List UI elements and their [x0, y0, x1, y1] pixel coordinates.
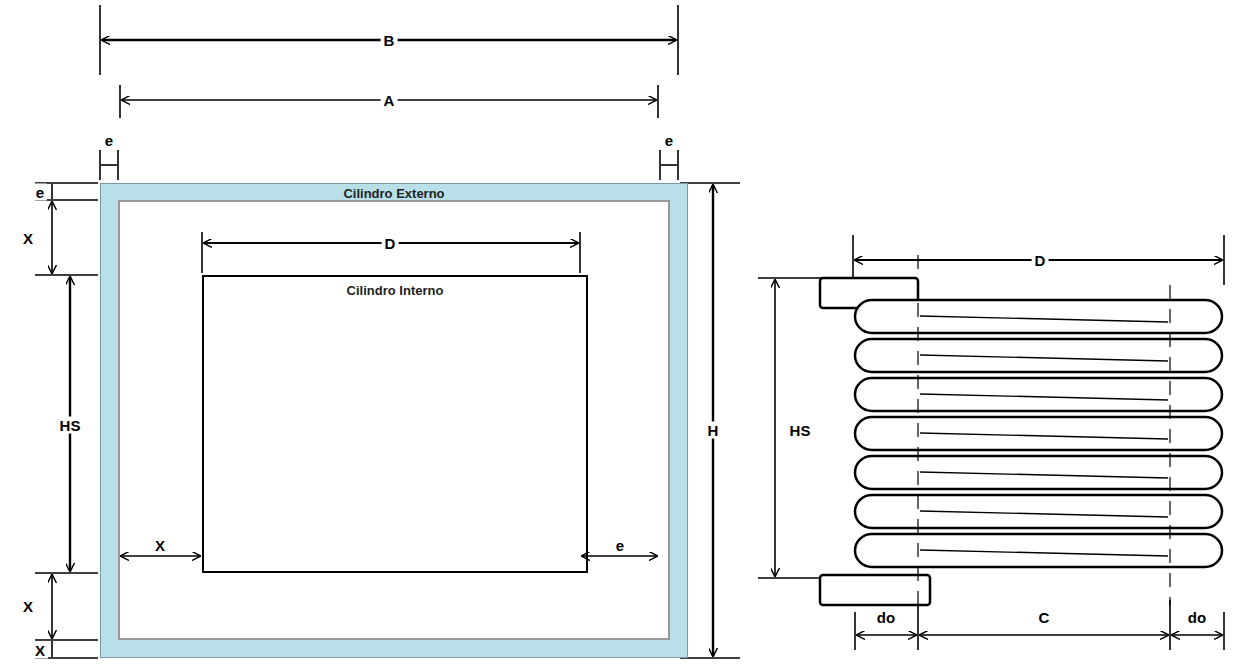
dimension-label: B: [381, 32, 398, 49]
dimension-label: X: [152, 537, 168, 554]
outer-cylinder: Cilindro ExternoCilindro Interno: [100, 183, 688, 658]
part-name: Cilindro Interno: [204, 283, 586, 298]
dimension-label: C: [1036, 609, 1053, 626]
dimension-label: HS: [57, 417, 84, 434]
dimension-label: A: [381, 92, 398, 109]
dimension-label: X: [32, 642, 48, 659]
dimension-label: e: [662, 132, 676, 149]
dimension-label: e: [33, 184, 47, 201]
inner-cylinder: Cilindro Interno: [202, 275, 588, 573]
part-name: Cilindro Externo: [101, 186, 687, 201]
dimension-label: e: [102, 132, 116, 149]
dimension-label: X: [20, 230, 36, 247]
dimension-label: D: [382, 235, 399, 252]
dimension-label: D: [1032, 252, 1049, 269]
dimension-label: do: [874, 609, 898, 626]
dimension-label: HS: [787, 422, 814, 439]
dimension-label: e: [613, 537, 627, 554]
dimension-label: do: [1185, 609, 1209, 626]
dimension-label: H: [705, 422, 722, 439]
coil-illustration: [820, 255, 1222, 605]
dimension-label: X: [20, 598, 36, 615]
